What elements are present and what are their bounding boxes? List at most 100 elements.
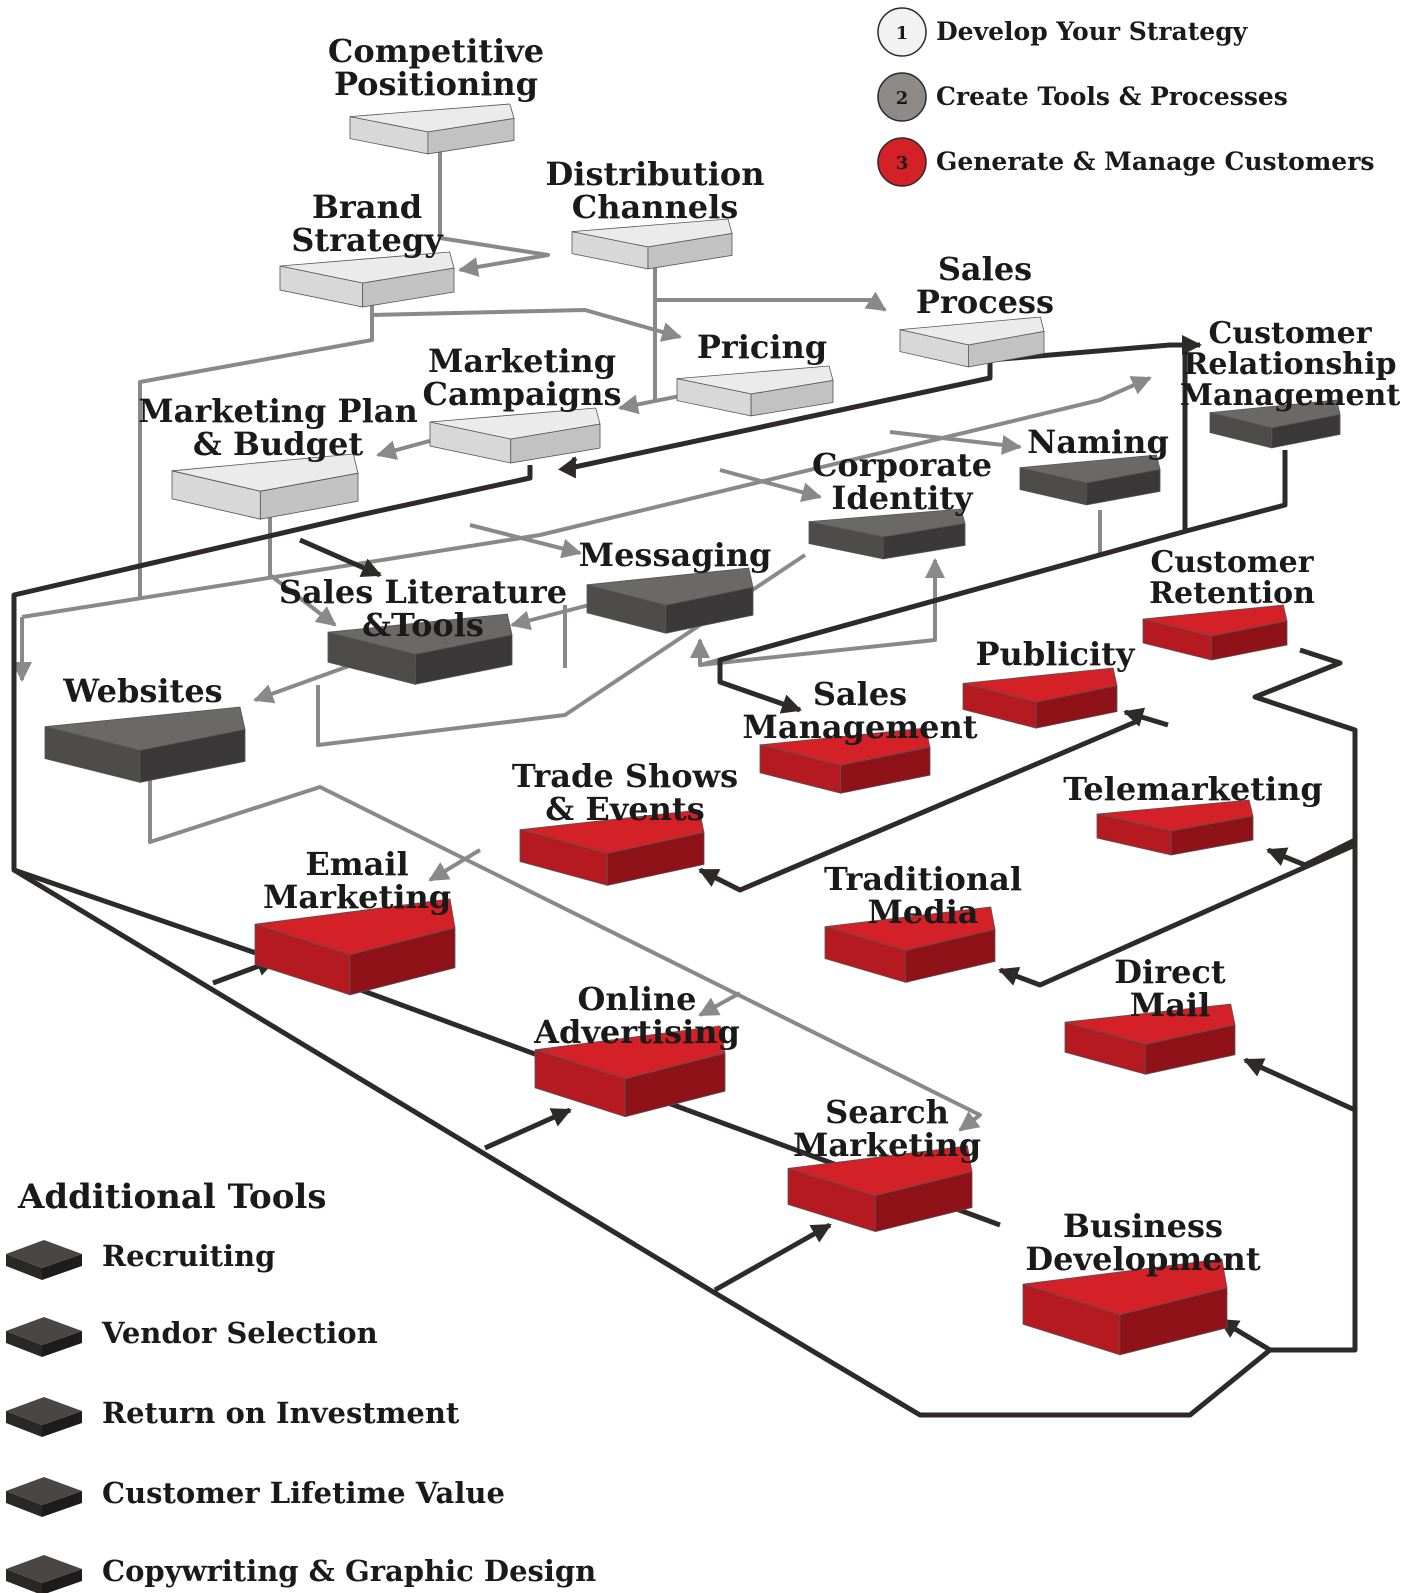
brand-strategy-box bbox=[279, 251, 455, 308]
publicity-label: Publicity bbox=[975, 635, 1135, 673]
legend-number: 3 bbox=[896, 153, 909, 174]
box-face-top bbox=[1096, 799, 1254, 832]
legend-number: 2 bbox=[896, 88, 909, 109]
additional-tool-label: Recruiting bbox=[102, 1239, 275, 1273]
legend: 1 Develop Your Strategy 2 Create Tools & Pr… bbox=[877, 7, 1374, 187]
additional-tool-label: Return on Investment bbox=[102, 1396, 460, 1430]
competitive-positioning-box bbox=[349, 103, 515, 155]
box-face-top bbox=[759, 727, 931, 766]
messaging-box bbox=[586, 567, 754, 634]
additional-tool-item: Copywriting & Graphic Design bbox=[6, 1554, 596, 1593]
telemarketing-label: Telemarketing bbox=[1063, 770, 1323, 808]
customer-relationship-management-box bbox=[1209, 399, 1341, 449]
box-face-top bbox=[349, 103, 515, 133]
box-face-top bbox=[44, 706, 246, 751]
box-face-top bbox=[429, 407, 601, 440]
pricing-box bbox=[676, 365, 834, 417]
box-face-top bbox=[327, 613, 513, 655]
publicity-box bbox=[962, 667, 1118, 729]
online-advertising-box bbox=[534, 1025, 726, 1118]
messaging-label: Messaging bbox=[579, 536, 772, 574]
box-face-top bbox=[586, 567, 754, 606]
legend-label: Develop Your Strategy bbox=[936, 17, 1249, 46]
websites-box bbox=[44, 706, 246, 783]
websites-label: Websites bbox=[62, 672, 222, 710]
naming-box bbox=[1019, 454, 1161, 506]
tool-tile-icon bbox=[6, 1477, 82, 1517]
additional-tool-item: Customer Lifetime Value bbox=[6, 1476, 505, 1517]
box-face-top bbox=[1209, 399, 1341, 429]
direct-mail-box bbox=[1064, 1003, 1236, 1075]
box-face-top bbox=[824, 906, 996, 951]
box-face-top bbox=[899, 316, 1045, 346]
business-development-box bbox=[1022, 1258, 1228, 1356]
additional-tool-label: Copywriting & Graphic Design bbox=[102, 1554, 596, 1588]
additional-tool-label: Vendor Selection bbox=[101, 1316, 378, 1350]
sales-literature-tools-box bbox=[327, 613, 513, 685]
legend-item-2: 2 Create Tools & Processes bbox=[877, 72, 1288, 122]
box-face-top bbox=[676, 365, 834, 395]
email-marketing-box bbox=[254, 898, 456, 996]
box-face-top bbox=[171, 453, 359, 492]
marketing-campaigns-box bbox=[429, 407, 601, 464]
additional-tool-item: Recruiting bbox=[6, 1239, 275, 1280]
legend-badge bbox=[877, 72, 927, 122]
distribution-channels-box bbox=[571, 218, 733, 270]
box-face-top bbox=[279, 251, 455, 284]
legend-number: 1 bbox=[896, 23, 909, 44]
marketing-plan-budget-label: Marketing Plan& Budget bbox=[138, 392, 417, 463]
search-marketing-box bbox=[787, 1145, 973, 1233]
additional-tool-label: Customer Lifetime Value bbox=[102, 1476, 505, 1510]
trade-shows-events-label: Trade Shows& Events bbox=[512, 757, 738, 828]
additional-tool-item: Return on Investment bbox=[6, 1396, 460, 1437]
tool-tile-icon bbox=[6, 1240, 82, 1280]
tool-tile-icon bbox=[6, 1555, 82, 1593]
box-face-top bbox=[1142, 604, 1288, 637]
marketing-plan-budget-box bbox=[171, 453, 359, 520]
box-face-top bbox=[534, 1025, 726, 1080]
customer-retention-box bbox=[1142, 604, 1288, 661]
additional-tool-item: Vendor Selection bbox=[6, 1316, 378, 1357]
box-face-top bbox=[1022, 1258, 1228, 1316]
sales-process-box bbox=[899, 316, 1045, 368]
traditional-media-box bbox=[824, 906, 996, 983]
box-face-top bbox=[571, 218, 733, 248]
additional-tools-title: Additional Tools bbox=[17, 1177, 326, 1217]
tool-tile-icon bbox=[6, 1397, 82, 1437]
legend-item-1: 1 Develop Your Strategy bbox=[877, 7, 1249, 57]
legend-label: Create Tools & Processes bbox=[936, 82, 1288, 111]
sales-literature-tools-label: Sales Literature&Tools bbox=[279, 573, 567, 644]
legend-badge bbox=[877, 137, 927, 187]
box-face-top bbox=[808, 508, 966, 538]
telemarketing-box bbox=[1096, 799, 1254, 856]
naming-label: Naming bbox=[1027, 423, 1169, 461]
tool-tile-icon bbox=[6, 1317, 82, 1357]
box-face-top bbox=[254, 898, 456, 956]
trade-shows-events-box bbox=[519, 809, 705, 886]
corporate-identity-box bbox=[808, 508, 966, 560]
legend-badge bbox=[877, 7, 927, 57]
sales-management-box bbox=[759, 727, 931, 794]
box-face-top bbox=[519, 809, 705, 854]
pricing-label: Pricing bbox=[697, 328, 827, 366]
box-face-top bbox=[962, 667, 1118, 703]
box-face-top bbox=[1064, 1003, 1236, 1045]
